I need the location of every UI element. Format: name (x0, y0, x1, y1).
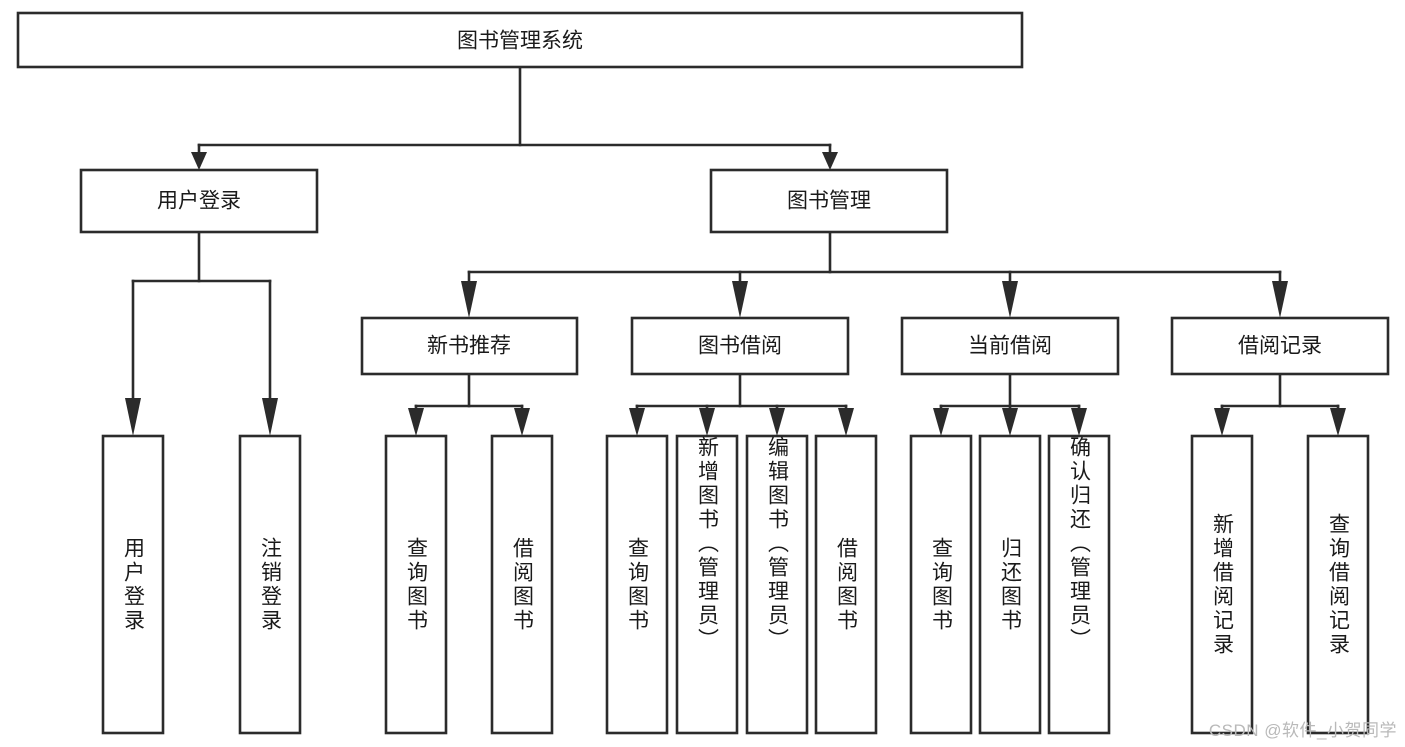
arrow-leaf-user-login (125, 398, 141, 436)
node-root-label: 图书管理系统 (457, 30, 583, 53)
node-leaf-query-record[interactable] (1306, 434, 1370, 735)
node-leaf-add-record[interactable] (1190, 434, 1254, 735)
arrow-book-borrow (732, 281, 748, 318)
arrow-leaf-confirm-return (1071, 408, 1087, 436)
arrow-new-book-recommend (461, 281, 477, 318)
node-new-book-recommend-label: 新书推荐 (427, 335, 511, 358)
nodes-layer: 图书管理系统 用户登录 图书管理 新书推荐 图书借阅 当前借阅 借阅记录 (16, 11, 1390, 735)
node-leaf-return-book[interactable] (978, 434, 1042, 735)
node-user-login[interactable] (79, 168, 319, 234)
node-root[interactable] (16, 11, 1024, 69)
arrow-leaf-borrow-book-1 (514, 408, 530, 436)
node-leaf-user-login[interactable] (101, 434, 165, 735)
node-leaf-query-book-3[interactable] (909, 434, 973, 735)
node-book-management-label: 图书管理 (787, 190, 871, 213)
node-borrow-record-label: 借阅记录 (1238, 335, 1322, 358)
csdn-watermark: CSDN @软件_小贺同学 (1208, 721, 1397, 740)
node-leaf-add-book[interactable] (675, 434, 739, 735)
node-new-book-recommend[interactable] (360, 316, 579, 376)
node-borrow-record[interactable] (1170, 316, 1390, 376)
node-book-management[interactable] (709, 168, 949, 234)
arrow-current-borrow (1002, 281, 1018, 318)
arrow-leaf-edit-book (769, 408, 785, 436)
arrow-leaf-add-record (1214, 408, 1230, 436)
arrow-user-login (191, 152, 207, 170)
node-leaf-query-book-1[interactable] (384, 434, 448, 735)
node-current-borrow[interactable] (900, 316, 1120, 376)
arrow-borrow-record (1272, 281, 1288, 318)
arrow-leaf-query-record (1330, 408, 1346, 436)
node-leaf-logout[interactable] (238, 434, 302, 735)
node-leaf-query-book-2[interactable] (605, 434, 669, 735)
node-leaf-borrow-book-2[interactable] (814, 434, 878, 735)
arrow-leaf-query-book-3 (933, 408, 949, 436)
edges-layer (125, 65, 1346, 436)
node-book-borrow-label: 图书借阅 (698, 335, 782, 358)
arrow-leaf-return-book (1002, 408, 1018, 436)
node-leaf-confirm-return[interactable] (1047, 434, 1111, 735)
arrow-book-management (822, 152, 838, 170)
arrow-leaf-query-book-2 (629, 408, 645, 436)
node-leaf-edit-book[interactable] (745, 434, 809, 735)
arrow-leaf-query-book-1 (408, 408, 424, 436)
node-current-borrow-label: 当前借阅 (968, 335, 1052, 358)
node-user-login-label: 用户登录 (157, 190, 241, 213)
arrow-leaf-add-book (699, 408, 715, 436)
node-leaf-borrow-book-1[interactable] (490, 434, 554, 735)
arrow-leaf-logout (262, 398, 278, 436)
node-book-borrow[interactable] (630, 316, 850, 376)
arrow-leaf-borrow-book-2 (838, 408, 854, 436)
